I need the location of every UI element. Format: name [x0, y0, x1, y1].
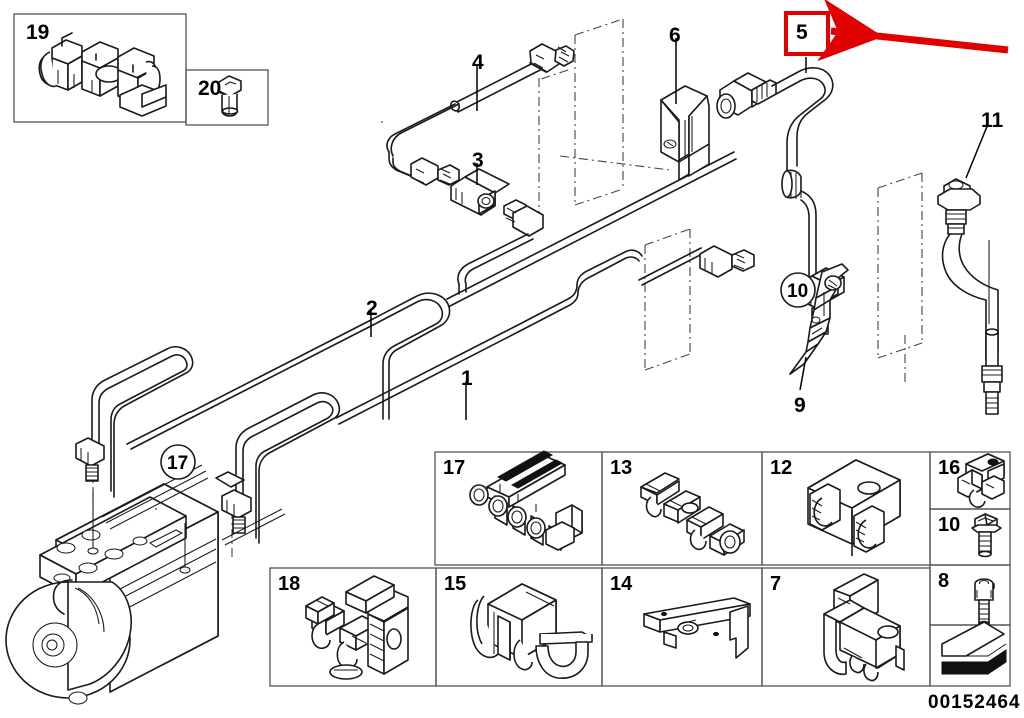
callout-label-1: 1: [461, 367, 473, 390]
brake-hose-11-artwork: [937, 178, 1003, 415]
parts-grid-frames: [269, 451, 1011, 687]
clip-9-artwork: [789, 263, 849, 375]
callout-label-11: 11: [981, 109, 1004, 132]
callout-label-9: 9: [794, 394, 806, 417]
grid-cell-label-13: 13: [610, 457, 633, 479]
bracket-6-artwork: [660, 85, 710, 181]
cell-10-artwork: [971, 513, 1002, 558]
grid-cell-label-10: 10: [938, 514, 961, 536]
abs-hydraulic-unit-artwork: [5, 437, 286, 705]
cell-16-artwork: [957, 453, 1005, 508]
grid-cell-label-15: 15: [444, 573, 467, 595]
connector-3-artwork: [450, 168, 510, 216]
cell-17-artwork: [469, 450, 583, 551]
callout-label-3: 3: [472, 149, 484, 172]
brake-pipe-4-artwork: [381, 43, 575, 123]
grid-cell-label-17: 17: [443, 457, 466, 479]
brake-line-2-lower-union: [457, 199, 544, 295]
grid-cell-label-8: 8: [938, 570, 950, 592]
brake-line-1-routing: [235, 245, 755, 544]
inset-label-19: 19: [26, 21, 50, 44]
circled-callout-17: 17: [167, 453, 189, 474]
grid-cell-label-16: 16: [938, 457, 961, 479]
callout-leaders: [370, 38, 989, 420]
inset-label-20: 20: [198, 77, 222, 100]
cell-7-artwork: [823, 573, 905, 682]
cell-15-artwork: [470, 583, 593, 679]
cell-8-artwork: [974, 578, 995, 628]
circled-callouts: [160, 272, 816, 480]
construction-lines: [92, 18, 923, 560]
cell-14-artwork: [643, 597, 751, 659]
part-20-artwork: [218, 75, 242, 117]
grid-cell-label-14: 14: [610, 573, 633, 595]
callout-label-2: 2: [366, 297, 378, 320]
grid-cell-label-18: 18: [278, 573, 301, 595]
direction-arrow-symbol-artwork: [941, 621, 1007, 675]
brake-line-2-upper: [386, 103, 460, 186]
cell-13-artwork: [640, 472, 745, 556]
diagram-id-number: 00152464: [928, 692, 1021, 713]
callout-label-6: 6: [669, 24, 681, 47]
cell-12-artwork: [807, 459, 901, 556]
grid-cell-label-12: 12: [770, 457, 793, 479]
cell-18-artwork: [305, 575, 409, 680]
part-19-artwork: [38, 32, 167, 117]
inset-frames: [13, 13, 269, 126]
circled-callout-10: 10: [787, 281, 809, 302]
callout-label-4: 4: [472, 51, 484, 74]
grid-cell-label-7: 7: [770, 573, 782, 595]
callout-label-5: 5: [796, 21, 808, 44]
